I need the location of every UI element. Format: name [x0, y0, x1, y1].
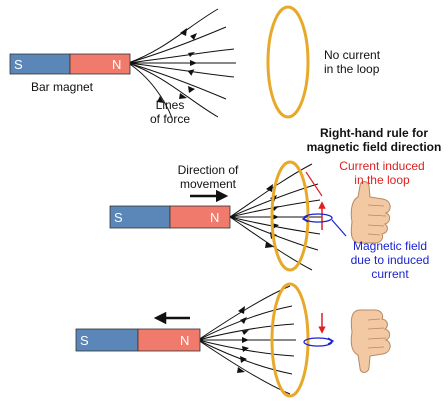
current-induced-label-line1: Current induced	[339, 159, 425, 173]
wire-loop-bottom	[270, 282, 310, 398]
current-pointer-line	[305, 171, 323, 197]
bar-magnet-middle: S N	[109, 205, 231, 229]
lines-of-force-label-line2: of force	[149, 112, 191, 126]
wire-loop-middle	[270, 160, 310, 272]
right-hand-thumb-down-icon	[350, 309, 391, 373]
field-lines-top	[127, 8, 236, 119]
field-arrowheads-bottom	[237, 306, 249, 373]
bar-magnet-label: Bar magnet	[30, 80, 94, 94]
lines-of-force-label-line1: Lines	[155, 98, 185, 112]
wire-loop-top	[266, 5, 310, 119]
direction-label-line1: Direction of	[177, 163, 239, 177]
north-pole-label: N	[180, 333, 189, 348]
magnetic-field-label-line1: Magnetic field	[352, 239, 428, 253]
north-pole-label: N	[112, 57, 121, 72]
no-current-label-line2: in the loop	[324, 62, 380, 76]
rule-title-line1: Right-hand rule for	[320, 126, 428, 140]
magnetic-field-label-line3: current	[371, 267, 409, 281]
right-hand-thumb-up-icon	[350, 181, 391, 244]
field-pointer-line	[331, 219, 347, 237]
current-induced-label-line2: in the loop	[354, 173, 410, 187]
panel-static: S N	[9, 5, 310, 119]
field-arrowheads-top	[157, 28, 197, 103]
panel-approach: S N	[109, 160, 391, 272]
bar-magnet-bottom: S N	[75, 328, 201, 352]
panel-recede: S N	[75, 282, 391, 398]
north-pole-label: N	[210, 210, 219, 225]
south-pole-label: S	[14, 57, 23, 72]
bar-magnet-top: S N	[9, 53, 131, 75]
south-pole-label: S	[114, 210, 123, 225]
rule-title-line2: magnetic field direction	[306, 140, 442, 154]
direction-label-line2: movement	[179, 177, 237, 191]
no-current-label-line1: No current	[324, 48, 381, 62]
magnetic-field-label-line2: due to induced	[350, 253, 430, 267]
south-pole-label: S	[80, 333, 89, 348]
